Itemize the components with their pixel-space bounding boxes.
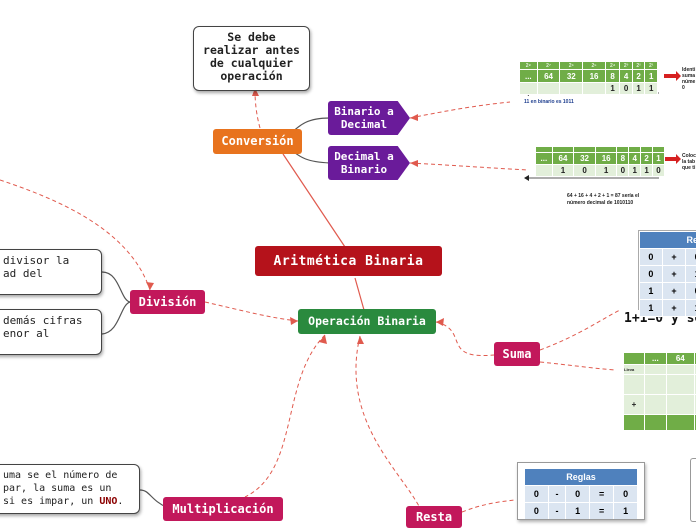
binary-operation-node[interactable]: Operación Binaria: [298, 309, 436, 334]
conversion-node[interactable]: Conversión: [213, 129, 302, 154]
right-edge-card: [690, 458, 696, 522]
central-topic[interactable]: Aritmética Binaria: [255, 246, 442, 276]
sum-rules-image: Regl 0+0 0+1 1+0 1+1: [638, 230, 696, 317]
binary-to-decimal-node[interactable]: Binario a Decimal: [328, 101, 410, 135]
division-note-2: demás cifras enor al: [0, 309, 102, 355]
multiplication-note: uma se el número de par, la suma es un s…: [0, 464, 140, 514]
table2-side-text: Coloc la tab que ti: [682, 153, 696, 171]
multiplication-node[interactable]: Multiplicación: [163, 497, 283, 521]
table1-side-text: Identi suma núme 0: [682, 67, 696, 91]
conversion-note: Se debe realizar antes de cualquier oper…: [193, 26, 310, 91]
sum-rules-table: Regl 0+0 0+1 1+0 1+1: [639, 231, 696, 317]
division-node[interactable]: División: [130, 290, 205, 314]
highlight-uno: UNO: [99, 496, 118, 507]
table1-caption: 11 en binario es 1011: [524, 99, 574, 105]
table2-caption: 64 + 16 + 4 + 2 + 1 = 87 sería el número…: [567, 193, 640, 206]
subtraction-node[interactable]: Resta: [406, 506, 462, 528]
sum-node[interactable]: Suma: [494, 342, 540, 366]
subtraction-rules-image: Reglas 0-0=0 0-1=1: [517, 462, 645, 520]
subtraction-rules-table: Reglas 0-0=0 0-1=1: [524, 468, 638, 519]
division-note-1: divisor la ad del: [0, 249, 102, 295]
decimal-to-binary-node[interactable]: Decimal a Binario: [328, 146, 410, 180]
